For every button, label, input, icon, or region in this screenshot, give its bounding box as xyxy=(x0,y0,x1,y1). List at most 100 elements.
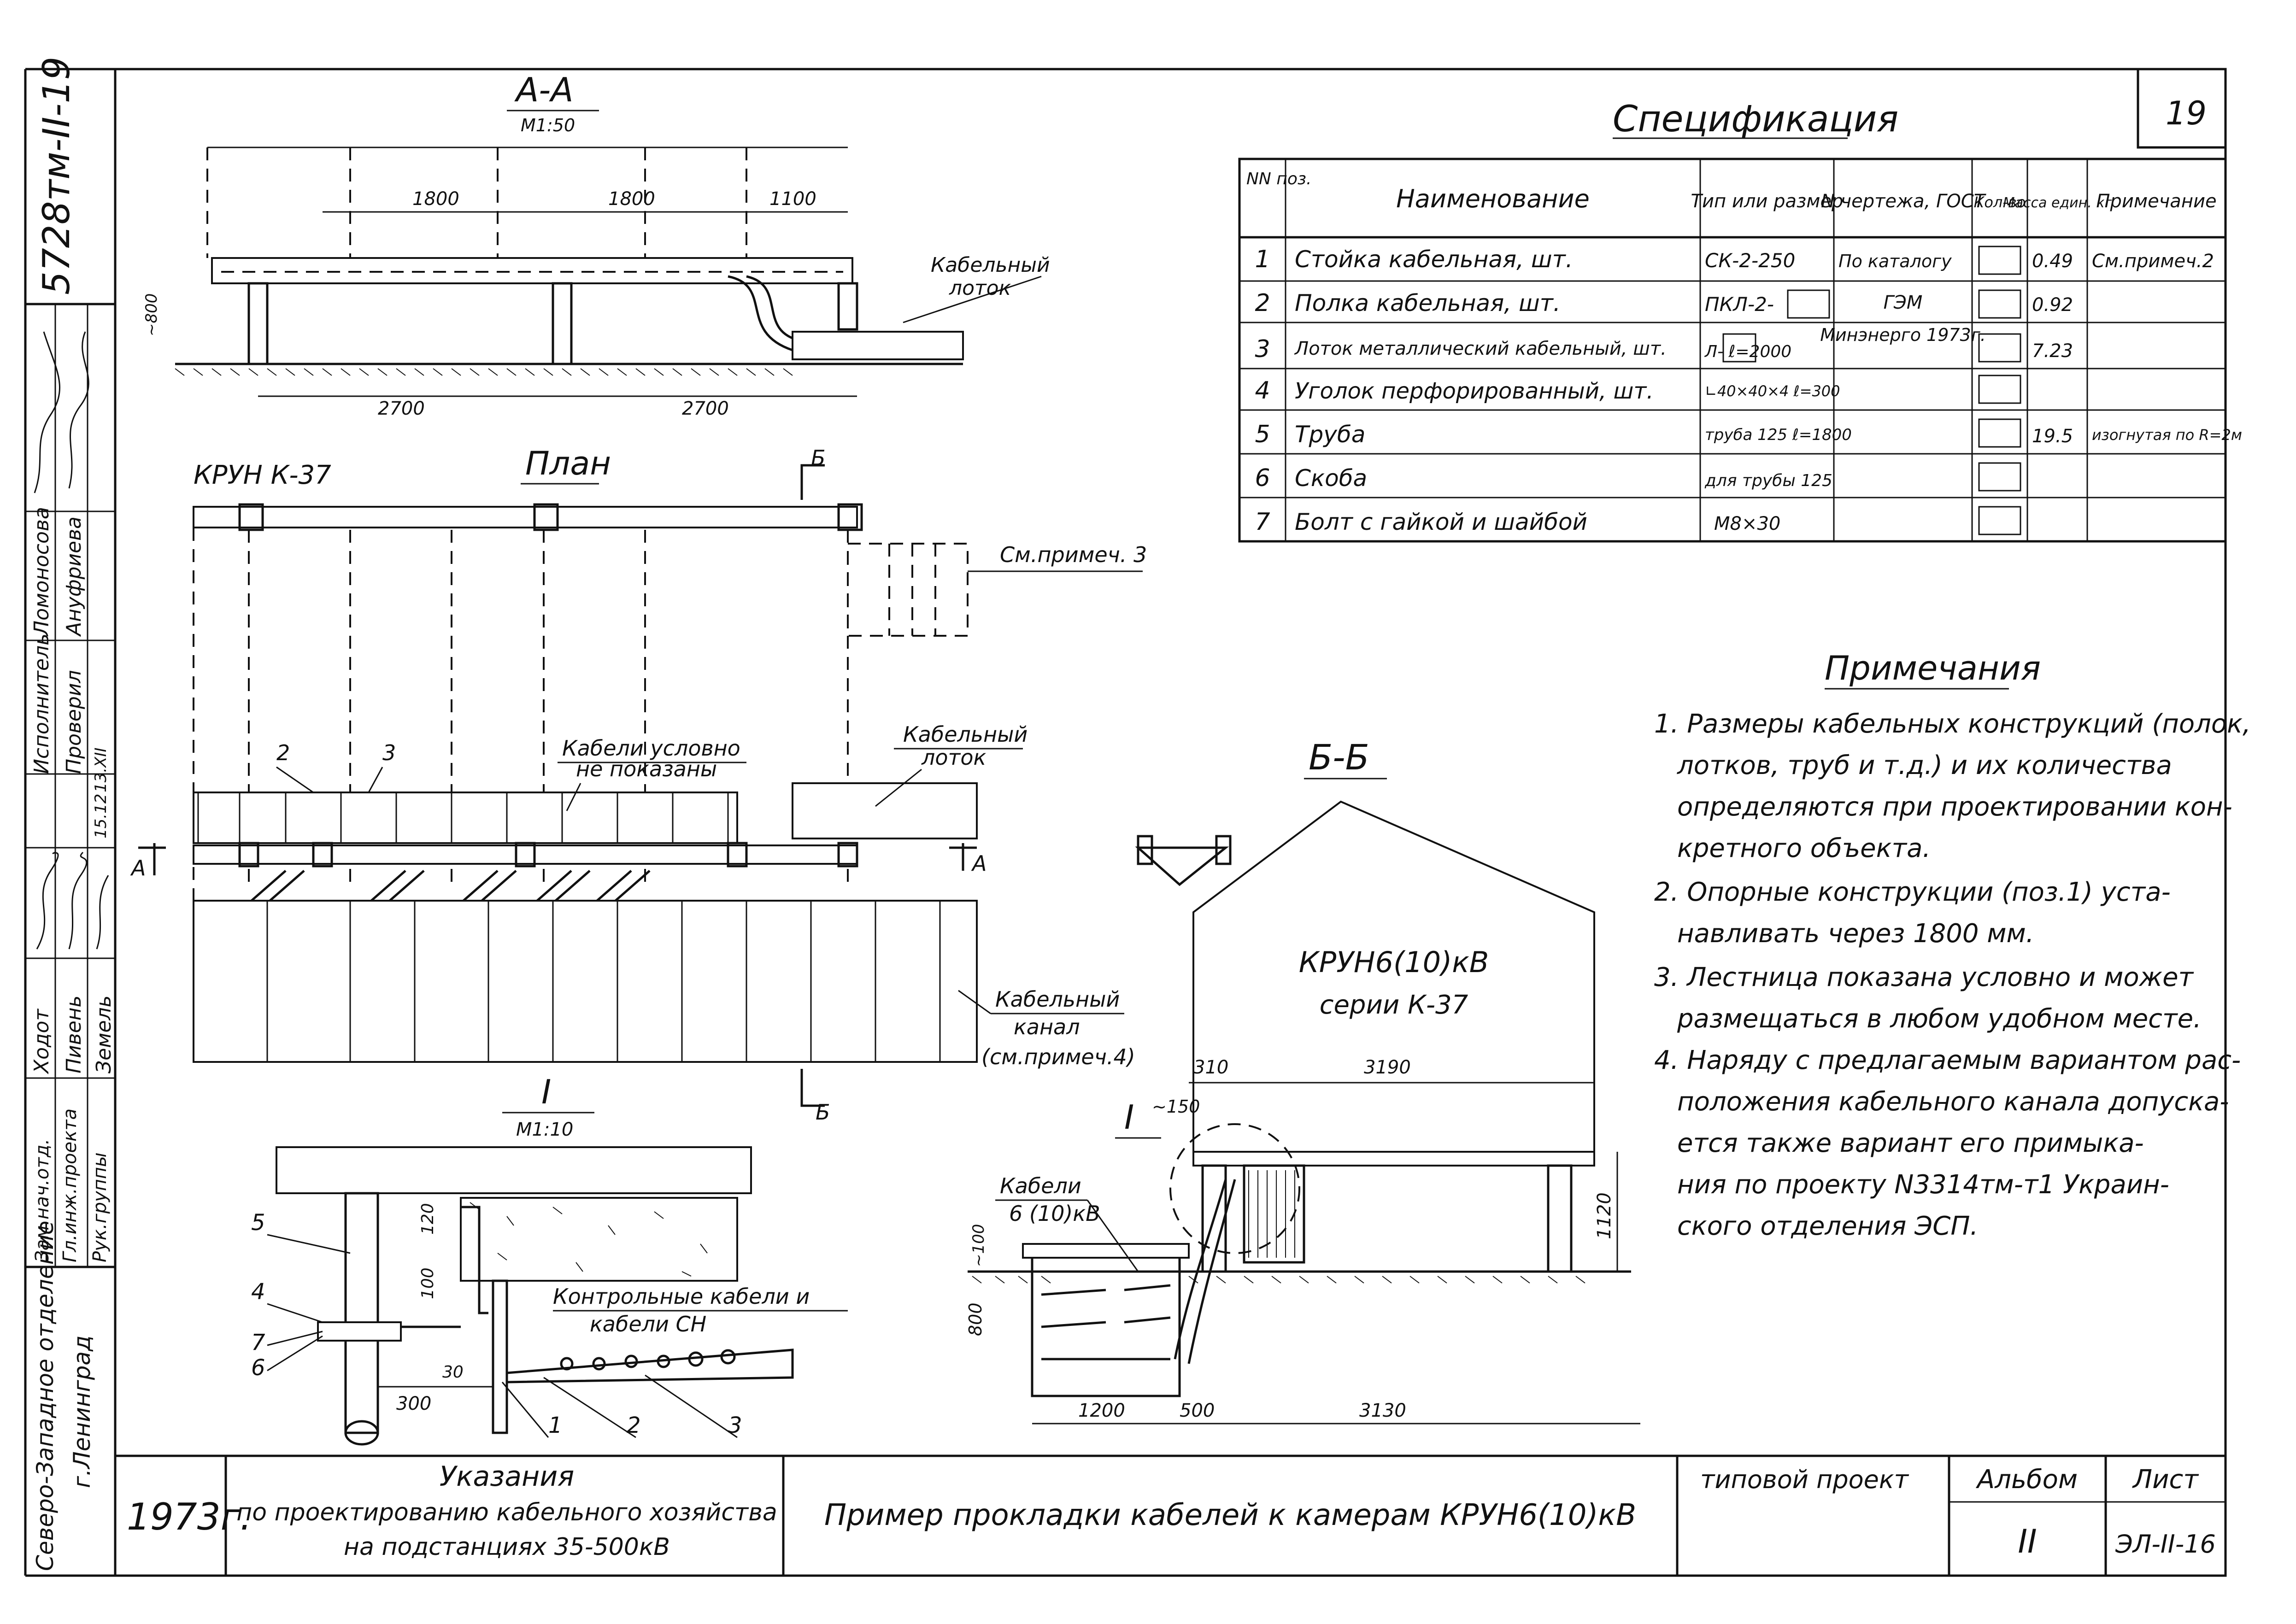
bb-building-2: серии К-37 xyxy=(1320,990,1468,1020)
bb-building-1: КРУН6(10)кВ xyxy=(1299,945,1489,979)
spec-row-2-name: Полка кабельная, шт. xyxy=(1295,290,1561,317)
drawing-title: Пример прокладки кабелей к камерам КРУН6… xyxy=(824,1498,1636,1532)
bb-dim-500: 500 xyxy=(1180,1400,1215,1421)
note-line-2: лотков, труб и т.д.) и их количества xyxy=(1677,750,2172,780)
spec-row-6-type: для трубы 125 xyxy=(1704,471,1832,490)
plan-channel-1: Кабельный xyxy=(995,987,1120,1012)
plan-mark-a-left: А xyxy=(130,856,146,880)
detail-pos-3: 3 xyxy=(728,1413,742,1438)
note-line-1: 1. Размеры кабельных конструкций (полок, xyxy=(1654,709,2251,739)
detail-dim-2: 100 xyxy=(418,1267,437,1299)
detail-pipe xyxy=(344,1192,379,1434)
spec-row-2-gost: ГЭМ xyxy=(1884,292,1923,313)
spec-row-6-n: 6 xyxy=(1255,464,1270,492)
spec-row-6-name: Скоба xyxy=(1295,465,1367,492)
work-title-1: Указания xyxy=(440,1460,575,1493)
project-type: типовой проект xyxy=(1700,1465,1909,1494)
work-title-2: по проектированию кабельного хозяйства xyxy=(236,1499,777,1526)
stamp-name-1: Ломоносова xyxy=(30,507,53,637)
stamp-date-1: 15.12 xyxy=(92,794,110,838)
bb-dim-310: 310 xyxy=(1193,1057,1228,1078)
note-line-11: ется также вариант его примыка- xyxy=(1677,1128,2144,1158)
plan-mark-b-top: Б xyxy=(811,446,826,470)
signature-2 xyxy=(68,331,89,489)
plan-mark-a-right: А xyxy=(971,851,987,876)
spec-row-5-note: изогнутая по R=2м xyxy=(2092,426,2242,444)
spec-row-7-name: Болт с гайкой и шайбой xyxy=(1295,509,1587,535)
note-line-3: определяются при проектировании кон- xyxy=(1677,792,2232,822)
spec-row-5-name: Труба xyxy=(1295,421,1365,448)
spec-title: Спецификация xyxy=(1613,99,1898,140)
notes-list: 1. Размеры кабельных конструкций (полок,… xyxy=(1654,709,2251,1241)
spec-row-5-type: труба 125 ℓ=1800 xyxy=(1705,426,1852,444)
dim-aa-2: 1800 xyxy=(608,188,655,210)
detail-dim-1: 120 xyxy=(418,1203,437,1235)
bb-dim-150: ~150 xyxy=(1152,1096,1200,1117)
detail-pos-5: 5 xyxy=(251,1210,265,1236)
spec-row-2-n: 2 xyxy=(1255,289,1270,317)
stamp-date-2: 13.XII xyxy=(92,748,110,792)
plan-channel-2: канал xyxy=(1014,1014,1080,1039)
bb-dim-3130: 3130 xyxy=(1359,1400,1406,1421)
spec-row-5-n: 5 xyxy=(1255,421,1270,448)
detail-cables-2: кабели СН xyxy=(590,1312,706,1337)
note-line-10: положения кабельного канала допуска- xyxy=(1677,1087,2229,1117)
spec-h-qty: Кол-во xyxy=(1974,193,2026,211)
note-line-6: навливать через 1800 мм. xyxy=(1677,919,2034,949)
aa-tray-label-2: лоток xyxy=(949,276,1011,300)
note-line-8: размещаться в любом удобном месте. xyxy=(1677,1004,2202,1034)
note-line-5: 2. Опорные конструкции (поз.1) уста- xyxy=(1654,877,2171,907)
plan-title: План xyxy=(525,445,611,482)
section-bb: Б-Б КРУН6(10)кВ серии К-37 I Кабели 6 (1… xyxy=(965,737,1640,1425)
detail-pos-6: 6 xyxy=(251,1355,265,1381)
plan-pos-3: 3 xyxy=(382,740,396,765)
spec-row-2-mass: 0.92 xyxy=(2032,294,2073,316)
plan-mark-b-bottom: Б xyxy=(816,1100,830,1125)
bb-dim-800: 800 xyxy=(965,1302,986,1336)
plan-kru-label: КРУН К-37 xyxy=(194,460,331,490)
detail-i: I М1:10 120 100 300 30 Контрольные кабел… xyxy=(251,1073,848,1446)
dim-aa-1: 1800 xyxy=(412,188,459,210)
stamp-role-4: Гл.инж.проекта xyxy=(59,1108,81,1262)
org-name: Северо-Западное отделение xyxy=(32,1220,59,1571)
spec-row-1-note: См.примеч.2 xyxy=(2092,251,2214,272)
stamp-name-3: Ходот xyxy=(30,1008,53,1074)
spec-row-3-n: 3 xyxy=(1255,335,1270,363)
note-line-13: ского отделения ЭСП. xyxy=(1677,1211,1978,1241)
note-line-7: 3. Лестница показана условно и может xyxy=(1654,962,2194,992)
spec-h-mass: Масса един. кг xyxy=(2003,195,2112,211)
spec-h-nn: NN поз. xyxy=(1246,170,1311,188)
plan-view: План КРУН К-37 Б См.примеч. 3 Кабели усл… xyxy=(130,445,1147,1125)
detail-pos-4: 4 xyxy=(251,1279,265,1305)
spec-row-4-name: Уголок перфорированный, шт. xyxy=(1295,378,1654,404)
spec-row-7-type: М8×30 xyxy=(1714,513,1780,534)
signature-3 xyxy=(36,851,59,950)
album-code: 5728тм-II-19 xyxy=(35,57,78,295)
plan-pos-2: 2 xyxy=(276,740,290,765)
spec-table xyxy=(1238,158,2227,543)
year: 1973г. xyxy=(127,1495,252,1538)
bb-cables-1: Кабели xyxy=(1000,1173,1081,1198)
dim-aa-5: 2700 xyxy=(682,398,729,419)
spec-row-1-mass: 0.49 xyxy=(2032,251,2073,272)
plan-see-note3: См.примеч. 3 xyxy=(1000,542,1147,567)
section-bb-title: Б-Б xyxy=(1309,737,1369,778)
org-city: г.Ленинград xyxy=(69,1335,95,1488)
plan-tray-1: Кабельный xyxy=(903,722,1028,747)
signature-1 xyxy=(34,331,60,493)
note-line-9: 4. Наряду с предлагаемым вариантом рас- xyxy=(1654,1045,2241,1075)
detail-i-scale: М1:10 xyxy=(516,1119,573,1140)
detail-pos-2: 2 xyxy=(627,1413,641,1438)
sheet-label: Лист xyxy=(2132,1465,2199,1495)
bb-dim-1120: 1120 xyxy=(1594,1192,1615,1239)
spec-row-1-n: 1 xyxy=(1255,246,1270,273)
dim-aa-3: 1100 xyxy=(769,188,816,210)
bb-dim-100: ~100 xyxy=(969,1224,988,1267)
section-aa: А-А М1:50 1800 1800 1100 2700 2700 ~800 … xyxy=(142,70,1050,419)
stamp-name-5: Земель xyxy=(92,995,116,1073)
spec-row-3-name: Лоток металлический кабельный, шт. xyxy=(1294,338,1667,359)
spec-row-1-name: Стойка кабельная, шт. xyxy=(1295,246,1573,273)
spec-row-4-n: 4 xyxy=(1255,377,1270,405)
sheet-frame xyxy=(114,68,2227,1577)
